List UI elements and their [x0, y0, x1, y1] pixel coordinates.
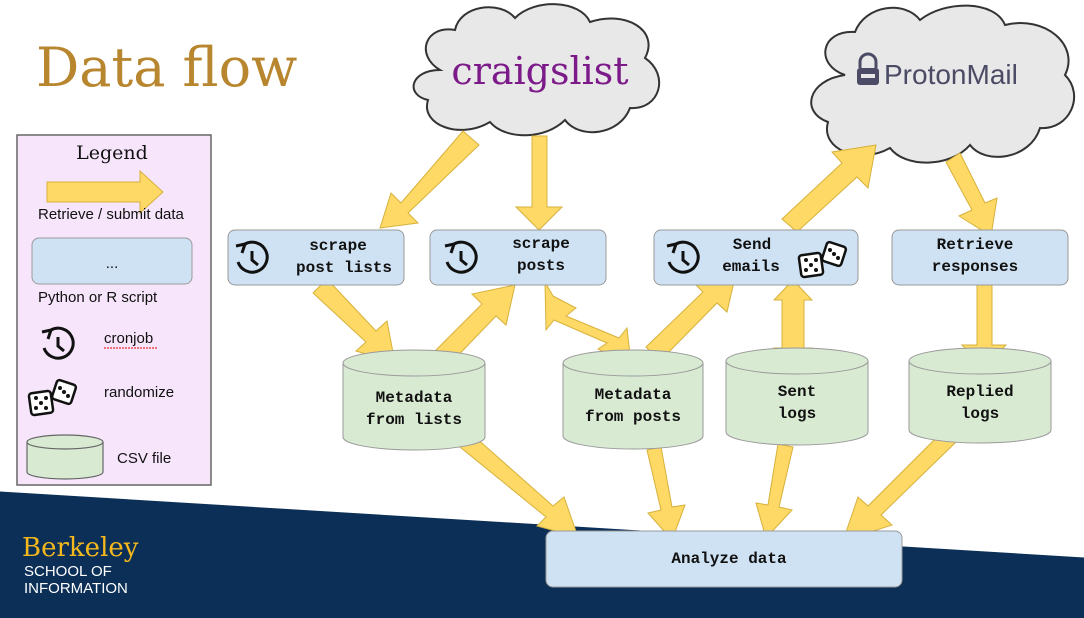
script-label-line1: Send — [733, 236, 771, 254]
page-title: Data flow — [36, 36, 297, 99]
arrow-sent-logs-to-analyze — [755, 443, 794, 539]
csv-replied-logs: Replied logs — [908, 347, 1052, 444]
berkeley-logo: Berkeley SCHOOL OF INFORMATION — [22, 533, 139, 597]
logo-school-of: SCHOOL OF — [24, 563, 112, 580]
arrow-metadata-posts-to-send — [645, 272, 737, 362]
legend-randomize-label: randomize — [104, 384, 174, 401]
csv-label-line2: logs — [778, 405, 816, 423]
csv-label-line2: from lists — [366, 411, 462, 429]
legend-script-placeholder: ... — [106, 255, 119, 272]
legend-cronjob-label: cronjob — [104, 330, 153, 347]
script-label-line1: Retrieve — [937, 236, 1014, 254]
script-analyze-data: Analyze data — [545, 530, 903, 588]
legend-arrow-label: Retrieve / submit data — [38, 206, 185, 223]
csv-label-line1: Metadata — [376, 389, 453, 407]
script-label-line2: emails — [722, 258, 780, 276]
csv-metadata-from-posts: Metadata from posts — [562, 349, 704, 450]
arrow-metadata-to-scrape-posts — [429, 284, 516, 371]
arrow-craigslist-to-scrape-lists — [379, 130, 480, 229]
craigslist-logo-text: craigslist — [451, 49, 628, 93]
protonmail-logo-text: ProtonMail — [884, 59, 1018, 90]
legend-csv-icon — [26, 434, 104, 480]
legend-script-box — [31, 237, 193, 285]
arrow-replied-logs-to-analyze — [842, 429, 958, 542]
csv-label-line2: logs — [961, 405, 999, 423]
script-scrape-post-lists: scrape post lists — [227, 229, 405, 286]
csv-label-line1: Replied — [946, 383, 1013, 401]
csv-metadata-from-lists: Metadata from lists — [342, 349, 486, 451]
arrow-scrape-lists-to-metadata — [312, 278, 396, 364]
flow-arrows — [312, 130, 1008, 542]
legend-box: Legend Retrieve / submit data ... Python… — [16, 134, 212, 486]
arrow-metadata-lists-to-analyze — [459, 436, 579, 538]
protonmail-cloud: ProtonMail — [810, 4, 1076, 164]
script-send-emails: Send emails — [653, 229, 859, 286]
script-label-line1: scrape — [309, 237, 367, 255]
script-label-line2: responses — [932, 258, 1018, 276]
csv-sent-logs: Sent logs — [725, 347, 869, 446]
script-retrieve-responses: Retrieve responses — [891, 229, 1069, 286]
logo-berkeley: Berkeley — [22, 533, 139, 563]
logo-information: INFORMATION — [24, 580, 128, 597]
script-label-line1: scrape — [512, 235, 570, 253]
legend-title: Legend — [76, 142, 148, 164]
legend-script-label: Python or R script — [38, 289, 158, 306]
script-label-line2: posts — [517, 257, 565, 275]
craigslist-cloud: craigslist — [412, 3, 661, 137]
script-label: Analyze data — [671, 550, 787, 568]
legend-csv-label: CSV file — [117, 450, 171, 467]
arrow-craigslist-to-scrape-posts — [514, 135, 564, 231]
script-scrape-posts: scrape posts — [429, 229, 607, 286]
csv-label-line1: Sent — [778, 383, 816, 401]
arrow-protonmail-to-retrieve — [945, 152, 998, 237]
csv-label-line2: from posts — [585, 408, 681, 426]
script-label-line2: post lists — [296, 259, 392, 277]
arrow-metadata-posts-to-analyze — [646, 446, 686, 541]
protonmail-lock-icon — [857, 52, 879, 85]
legend-arrow-icon — [46, 169, 164, 215]
arrow-send-to-protonmail — [781, 144, 877, 233]
csv-label-line1: Metadata — [595, 386, 672, 404]
